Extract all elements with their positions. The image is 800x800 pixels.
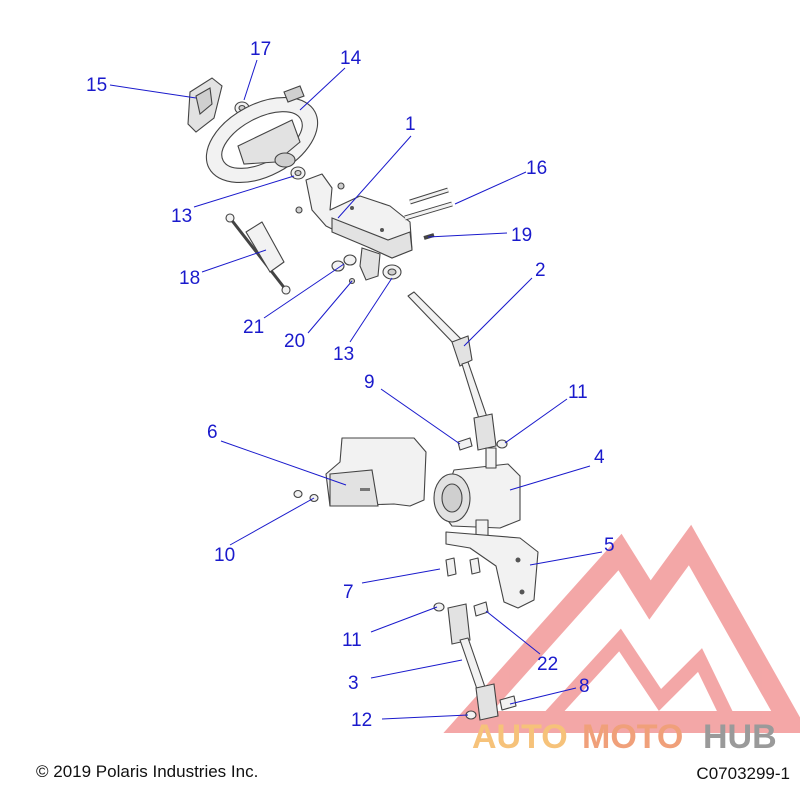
watermark-hub: HUB <box>703 718 777 756</box>
callout-14: 14 <box>340 48 362 69</box>
part-21-nut <box>331 254 357 272</box>
callout-18: 18 <box>179 268 200 289</box>
part-6-cover <box>325 437 427 507</box>
watermark-text: AUTO MOTO HUB <box>472 718 777 756</box>
part-16-bolts <box>404 187 453 221</box>
callout-22: 22 <box>537 654 558 675</box>
part-13-bushing-top <box>290 166 306 180</box>
callout-21: 21 <box>243 317 264 338</box>
part-10-screw <box>293 489 319 503</box>
callout-20: 20 <box>284 331 305 352</box>
callout-9: 9 <box>364 372 375 393</box>
callout-2: 2 <box>535 260 546 281</box>
copyright-notice: © 2019 Polaris Industries Inc. <box>36 762 259 781</box>
part-7-bolts <box>445 557 481 577</box>
callout-1: 1 <box>405 114 416 135</box>
leader-lines <box>109 59 603 720</box>
callout-8: 8 <box>579 676 590 697</box>
part-2-upper-shaft <box>407 291 497 451</box>
callout-5: 5 <box>604 535 615 556</box>
part-4-power-steering-unit <box>433 447 521 537</box>
callout-3: 3 <box>348 673 359 694</box>
callout-7: 7 <box>343 582 354 603</box>
callout-4: 4 <box>594 447 605 468</box>
callout-19: 19 <box>511 225 532 246</box>
callout-12: 12 <box>351 710 372 731</box>
watermark-moto: MOTO <box>582 718 683 756</box>
callout-10: 10 <box>214 545 235 566</box>
callout-13-top: 13 <box>171 206 192 227</box>
part-9-bolt <box>457 437 473 451</box>
watermark-auto: AUTO <box>472 718 568 756</box>
callout-labels: 15 17 14 13 1 16 19 18 21 20 13 2 9 11 6… <box>86 39 615 731</box>
callout-13-lower: 13 <box>333 344 354 365</box>
part-3-lower-shaft <box>447 603 499 721</box>
callout-16: 16 <box>526 158 547 179</box>
part-18-gas-strut <box>225 213 291 295</box>
part-8-bolt <box>499 695 517 711</box>
callout-11-upper: 11 <box>568 382 588 403</box>
part-1-column-bracket <box>295 173 413 281</box>
part-14-steering-wheel <box>205 85 319 184</box>
part-11-nut-upper <box>496 439 508 449</box>
part-5-mounting-bracket <box>445 531 539 609</box>
callout-17: 17 <box>250 39 271 60</box>
callout-15: 15 <box>86 75 107 96</box>
part-11-nut-lower <box>433 602 445 612</box>
watermark-logo <box>443 524 800 733</box>
part-22-bolt <box>473 601 489 617</box>
callout-6: 6 <box>207 422 218 443</box>
part-13-bushing-lower <box>382 264 402 280</box>
part-15-horn-pad <box>187 77 223 133</box>
diagram-part-number: C0703299-1 <box>696 764 790 783</box>
callout-11-lower: 11 <box>342 630 362 651</box>
